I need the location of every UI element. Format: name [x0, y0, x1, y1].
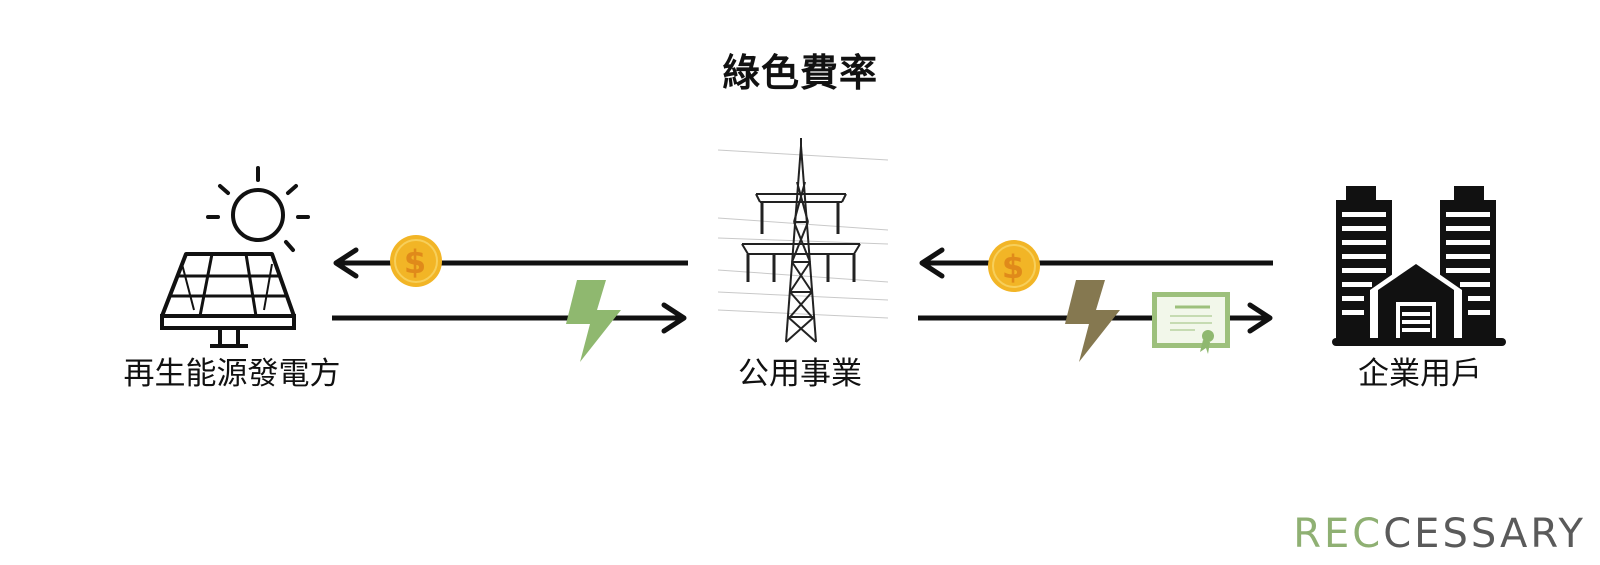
coin-symbol: $	[1002, 248, 1024, 286]
lightning-bolt-icon	[566, 280, 621, 362]
utility-label: 公用事業	[738, 356, 862, 392]
consumer-label: 企業用戶	[1358, 356, 1482, 392]
brand-logo-part2: CESSARY	[1383, 511, 1586, 557]
coin-icon: $	[988, 240, 1040, 292]
coin-symbol: $	[404, 243, 426, 281]
brand-logo-part1: REC	[1293, 511, 1384, 557]
diagram-title: 綠色費率	[721, 51, 878, 95]
arrow-power-to-utility	[332, 302, 687, 334]
coin-icon: $	[390, 235, 442, 287]
lightning-bolt-icon	[1065, 280, 1120, 362]
arrow-money-to-utility	[919, 247, 1273, 279]
brand-logo: RECCESSARY	[1293, 511, 1586, 557]
office-buildings-icon	[1332, 186, 1506, 346]
sun-icon	[206, 166, 310, 252]
certificate-icon	[1152, 292, 1230, 354]
arrow-money-to-generator	[333, 247, 688, 279]
solar-panel-icon	[160, 252, 296, 348]
generator-label: 再生能源發電方	[123, 356, 341, 392]
transmission-tower-icon	[717, 138, 889, 343]
